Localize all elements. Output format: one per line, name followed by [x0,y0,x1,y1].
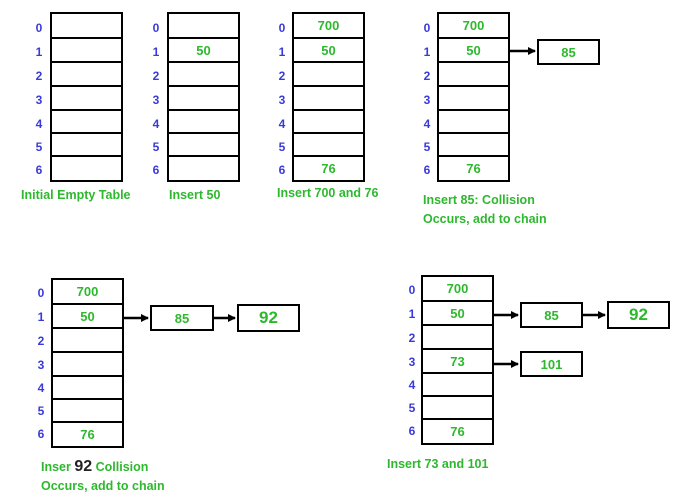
chain-node: 85 [520,302,583,328]
table-slot: 76 [51,421,124,448]
index-label: 2 [423,69,431,83]
table-slot: 76 [437,155,510,182]
index-label: 2 [278,69,286,83]
table-slot [51,327,124,353]
index-label: 3 [37,358,45,372]
index-label: 5 [408,401,416,415]
index-label: 0 [35,21,43,35]
index-label: 5 [278,140,286,154]
chain-node: 92 [237,304,300,332]
chain-node: 101 [520,351,583,377]
caption-line: Occurs, add to chain [41,479,165,493]
index-label: 2 [152,69,160,83]
table-slot [50,132,123,157]
table-slot: 700 [51,278,124,305]
index-label: 4 [37,381,45,395]
index-label: 0 [408,283,416,297]
index-label: 4 [278,117,286,131]
index-label: 1 [278,45,286,59]
table-slot [292,109,365,134]
table-caption: Insert 85: Collision Occurs, add to chai… [423,191,547,229]
chain-node: 92 [607,301,670,329]
index-label: 3 [278,93,286,107]
index-label: 4 [408,378,416,392]
index-label: 5 [37,404,45,418]
index-label: 0 [152,21,160,35]
table-slot [167,12,240,39]
index-label: 5 [152,140,160,154]
index-label: 3 [152,93,160,107]
caption-text: Inser [41,460,75,474]
chain-node: 85 [537,39,600,65]
table-caption: Insert 700 and 76 [277,186,379,200]
table-slot: 76 [421,418,494,445]
index-label: 0 [278,21,286,35]
index-label: 6 [152,163,160,177]
table-slot [50,85,123,111]
caption-line: Occurs, add to chain [423,212,547,226]
caption-line: Inser 92 Collision [41,457,165,477]
index-label: 5 [423,140,431,154]
caption-text: Collision [92,460,149,474]
table-slot [292,61,365,87]
index-label: 4 [423,117,431,131]
table-slot [167,155,240,182]
index-label: 6 [37,427,45,441]
index-label: 3 [35,93,43,107]
table-slot [50,155,123,182]
index-label: 6 [278,163,286,177]
table-slot: 50 [437,37,510,63]
caption-line: Insert 85: Collision [423,193,535,207]
index-label: 2 [35,69,43,83]
index-label: 1 [152,45,160,59]
index-label: 6 [35,163,43,177]
index-label: 1 [35,45,43,59]
table-slot [167,85,240,111]
index-label: 1 [37,310,45,324]
index-label: 4 [152,117,160,131]
index-label: 6 [408,424,416,438]
table-slot [50,37,123,63]
table-slot: 700 [292,12,365,39]
table-caption: Inser 92 Collision Occurs, add to chain [41,457,165,496]
index-label: 4 [35,117,43,131]
table-caption: Insert 50 [169,188,221,202]
index-label: 6 [423,163,431,177]
index-label: 0 [423,21,431,35]
caption-number: 92 [74,458,93,475]
table-slot: 76 [292,155,365,182]
index-label: 2 [37,334,45,348]
index-label: 3 [423,93,431,107]
table-slot [437,85,510,111]
table-caption: Initial Empty Table [21,188,131,202]
index-label: 0 [37,286,45,300]
index-label: 3 [408,355,416,369]
index-label: 1 [423,45,431,59]
index-label: 1 [408,307,416,321]
table-caption: Insert 73 and 101 [387,457,489,471]
table-slot [421,372,494,397]
index-label: 2 [408,331,416,345]
index-label: 5 [35,140,43,154]
table-slot [51,398,124,423]
chain-node: 85 [150,305,214,331]
